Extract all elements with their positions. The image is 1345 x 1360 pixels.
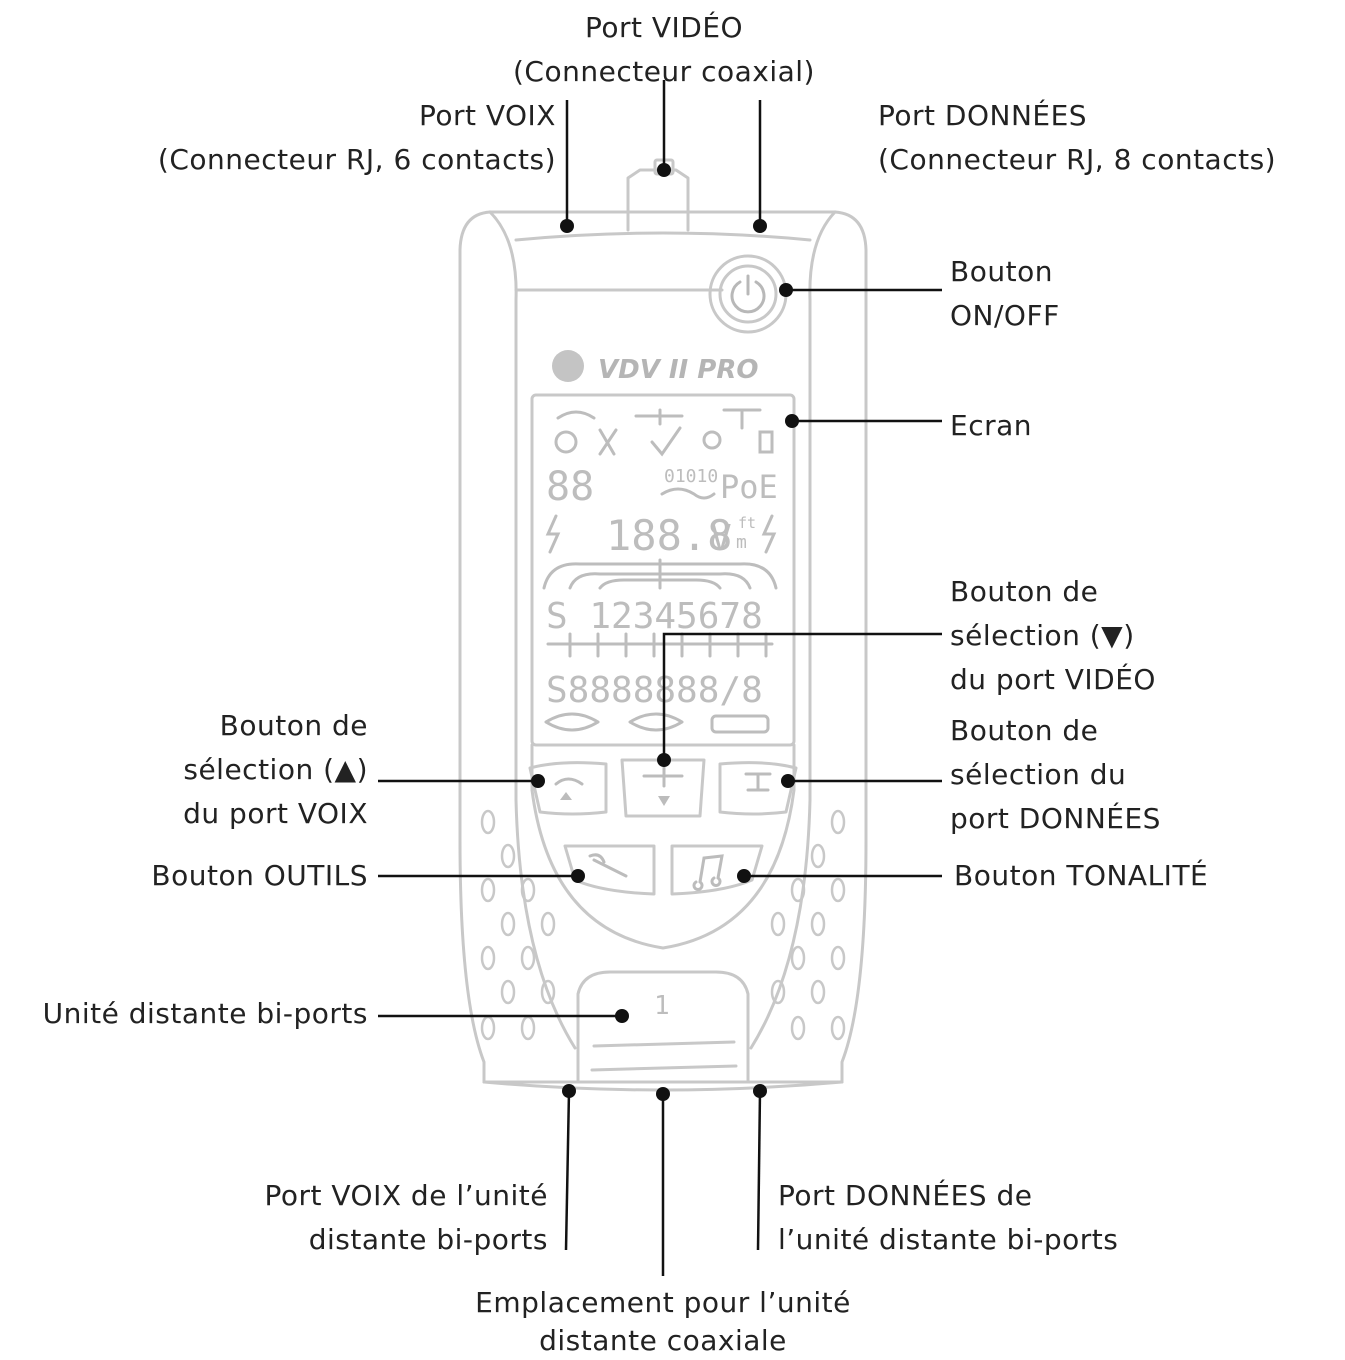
remote-ridge-1 (592, 1040, 736, 1048)
grip-dot (480, 877, 496, 903)
grip-dot (810, 843, 826, 869)
video-select-button (620, 758, 706, 818)
leader-lines (378, 80, 942, 1276)
up-arrow-icon (560, 792, 572, 800)
network-icon (744, 772, 772, 792)
lcd-unit-v: V (710, 518, 732, 559)
grip-dot (810, 979, 826, 1005)
lcd-battery-icon (758, 430, 774, 454)
right-side-grip (749, 210, 837, 1050)
lcd-port-icon (710, 714, 770, 734)
grip-dot (830, 945, 846, 971)
remote-unit (576, 970, 750, 1082)
lcd-reversed-icon (628, 712, 684, 732)
lcd-split-icon (544, 712, 600, 732)
grip-dot (480, 1015, 496, 1041)
lcd-poe: PoE (720, 468, 778, 506)
grip-dot (480, 945, 496, 971)
grip-dot (500, 843, 516, 869)
grip-dot (790, 945, 806, 971)
lcd-pin-row: S 12345678 (546, 596, 763, 637)
lcd-lower-row: S8888888/8 (546, 670, 763, 711)
grip-dot (830, 1015, 846, 1041)
lcd-cross-icon (598, 428, 618, 456)
voice-select-button (528, 761, 608, 816)
lcd-loop-icon (554, 430, 578, 454)
phone-icon (554, 777, 584, 786)
top-bevel (514, 231, 812, 242)
lcd-unit-ft: ft (738, 514, 756, 532)
grip-dot (770, 979, 786, 1005)
lcd-counter-digits: 88 (546, 464, 594, 510)
grip-dot (520, 945, 536, 971)
grip-dot (790, 877, 806, 903)
lcd-bulb-icon (702, 430, 722, 450)
grip-dot (810, 911, 826, 937)
label-remote-dual: Unité distante bi-ports (42, 997, 368, 1030)
label-tone: Bouton TONALITÉ (954, 859, 1209, 892)
lcd-bolt-right-icon (761, 514, 777, 554)
grip-dot (790, 1015, 806, 1041)
grip-dot (830, 877, 846, 903)
wrench-icon (588, 853, 628, 878)
grip-dot (540, 979, 556, 1005)
lcd-unit-m: m (736, 532, 747, 553)
leader-dots (531, 163, 799, 1101)
down-arrow-icon (658, 796, 670, 806)
data-select-button (718, 761, 798, 816)
grip-dot (770, 911, 786, 937)
lcd-bracket-arcs (542, 558, 778, 590)
lcd-bolt-left-icon (545, 514, 561, 554)
lcd-content: 88 01010 PoE 188.8 V ft m S 12345678 S88… (542, 408, 778, 1021)
label-data-port: Port DONNÉES(Connecteur RJ, 8 contacts) (878, 99, 1277, 176)
coax-connector (626, 168, 690, 232)
grip-dot (540, 911, 556, 937)
remote-number: 1 (654, 991, 670, 1021)
grip-dot (500, 911, 516, 937)
leader-remote-data (756, 1090, 762, 1251)
lcd-pin-dividers (546, 632, 774, 658)
tone-button (670, 844, 764, 896)
logo: VDV II PRO (552, 350, 758, 385)
label-tools: Bouton OUTILS (151, 859, 368, 892)
leader-remote-voice (564, 1090, 571, 1251)
music-notes-icon (692, 854, 724, 891)
grip-dot (480, 809, 496, 835)
lcd-wave-icon (660, 487, 716, 500)
lcd-phone-icon (556, 410, 596, 420)
grip-dot (520, 877, 536, 903)
lcd-video-icon (634, 408, 684, 426)
video-plug-icon (642, 766, 684, 788)
grip-dot (520, 1015, 536, 1041)
label-video-port: Port VIDÉO(Connecteur coaxial) (513, 11, 815, 88)
label-voice-port: Port VOIX(Connecteur RJ, 6 contacts) (157, 99, 556, 176)
grip-dot (830, 809, 846, 835)
lcd-check-icon (650, 426, 682, 457)
power-icon (730, 280, 766, 314)
keypad-panel (530, 743, 796, 950)
grip-dot (500, 979, 516, 1005)
lcd-network-icon (722, 408, 762, 430)
leader-video-select (662, 632, 942, 760)
power-button (718, 264, 778, 324)
remote-ridge-2 (590, 1064, 738, 1072)
label-screen: Ecran (950, 409, 1033, 442)
logo-globe-icon (552, 350, 584, 382)
lcd-data-bits: 01010 (664, 466, 718, 487)
lcd-measure-digits: 188.8 (606, 511, 732, 560)
logo-text: VDV II PRO (598, 355, 758, 385)
left-side-grip (488, 210, 577, 1050)
